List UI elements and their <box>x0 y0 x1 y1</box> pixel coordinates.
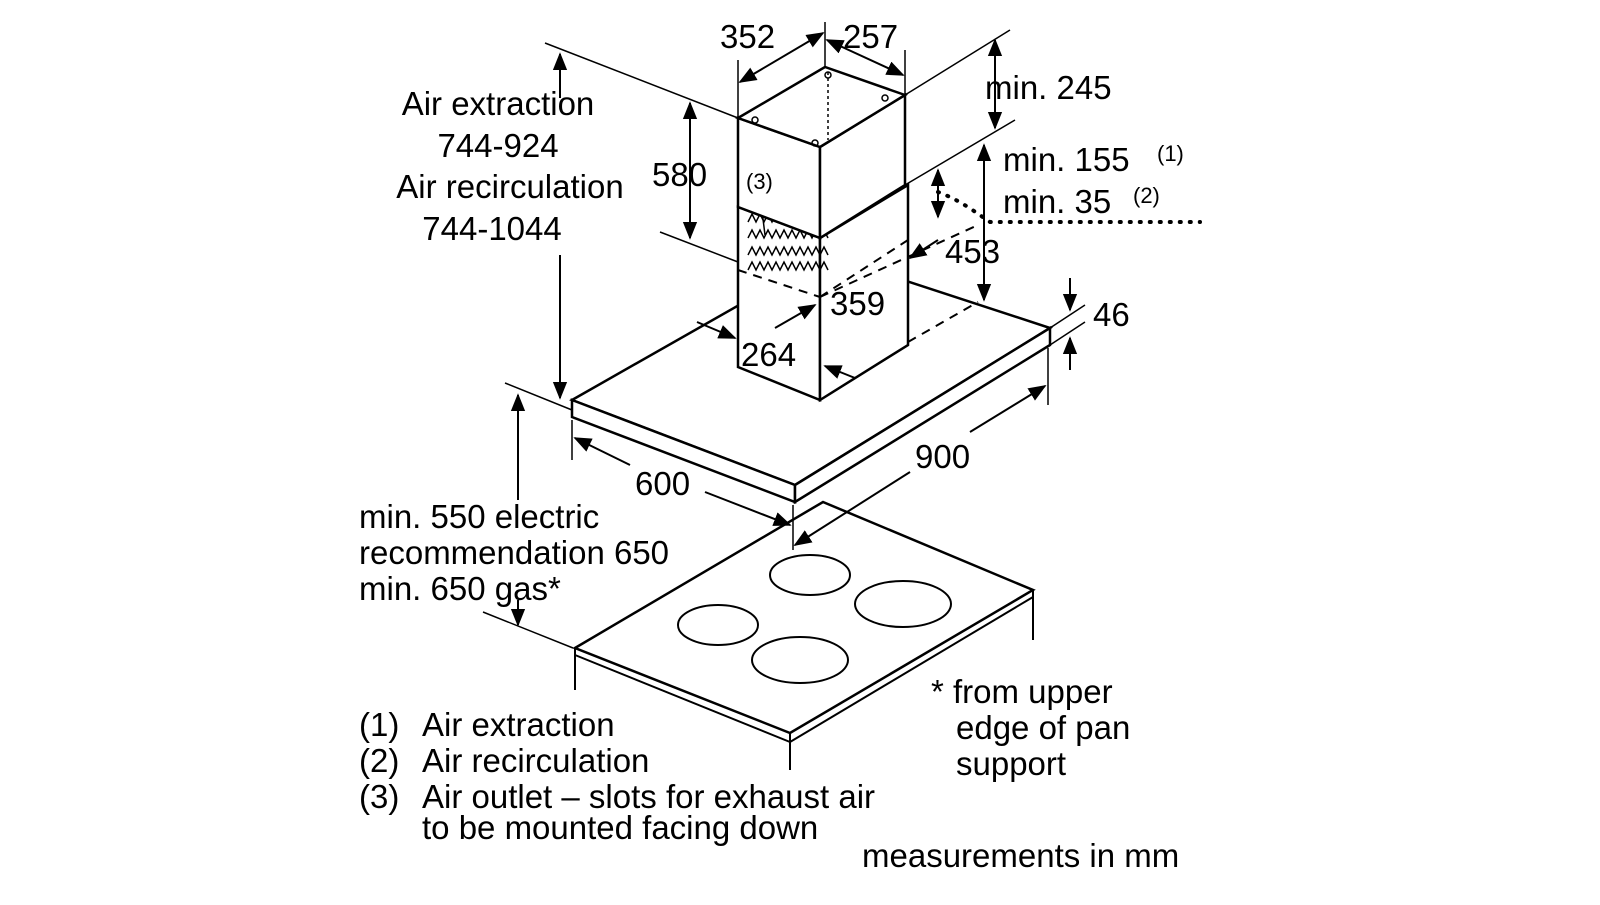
air-recirculation-range: 744-1044 <box>422 210 561 247</box>
lower-depth-label: 264 <box>741 336 796 373</box>
min-recirculation-label: min. 35 <box>1003 183 1111 220</box>
lower-width-label: 359 <box>830 285 885 322</box>
clearance-line-1: min. 550 electric <box>359 498 599 535</box>
canopy-depth-label: 600 <box>635 465 690 502</box>
lower-chimney-height-label: 453 <box>945 233 1000 270</box>
legend-num: (3) <box>359 778 399 815</box>
footnote-line-2: edge of pan <box>956 709 1130 746</box>
outlet-ref-label: (3) <box>746 169 773 194</box>
legend-text: Air recirculation <box>422 742 649 779</box>
air-extraction-range: 744-924 <box>437 127 558 164</box>
burner-icon <box>769 554 851 596</box>
min-recirculation-ref: (2) <box>1133 183 1160 208</box>
burner-icon <box>677 604 759 646</box>
clearance-line-3: min. 650 gas* <box>359 570 561 607</box>
legend-num: (1) <box>359 706 399 743</box>
footnote-line-1: * from upper <box>931 673 1113 710</box>
footnote: * from upper edge of pan support <box>931 673 1130 782</box>
min-extraction-ref: (1) <box>1157 141 1184 166</box>
upper-chimney-height-label: 580 <box>652 156 707 193</box>
air-extraction-label: Air extraction <box>402 85 595 122</box>
legend: (1) Air extraction (2) Air recirculation… <box>359 706 875 846</box>
canopy-width-label: 900 <box>915 438 970 475</box>
air-recirculation-label: Air recirculation <box>396 168 623 205</box>
burner-icon <box>751 636 849 684</box>
upper-chimney <box>735 65 908 241</box>
clearance-note: min. 550 electric recommendation 650 min… <box>359 498 669 607</box>
chimney-depth-label: 352 <box>720 18 775 55</box>
units-note: measurements in mm <box>862 837 1179 874</box>
footnote-line-3: support <box>956 745 1066 782</box>
canopy-thickness-label: 46 <box>1093 296 1130 333</box>
legend-text: Air outlet – slots for exhaust air <box>422 778 875 815</box>
legend-num: (2) <box>359 742 399 779</box>
cooktop <box>572 500 1036 770</box>
min-top-label: min. 245 <box>985 69 1112 106</box>
dimension-lines <box>482 22 1202 649</box>
dimension-labels: 352 257 min. 245 Air extraction 744-924 … <box>396 18 1184 502</box>
chimney-width-label: 257 <box>843 18 898 55</box>
burner-icon <box>854 580 952 628</box>
lower-chimney <box>736 182 979 403</box>
legend-text: to be mounted facing down <box>422 809 818 846</box>
legend-text: Air extraction <box>422 706 615 743</box>
clearance-line-2: recommendation 650 <box>359 534 669 571</box>
min-extraction-label: min. 155 <box>1003 141 1130 178</box>
